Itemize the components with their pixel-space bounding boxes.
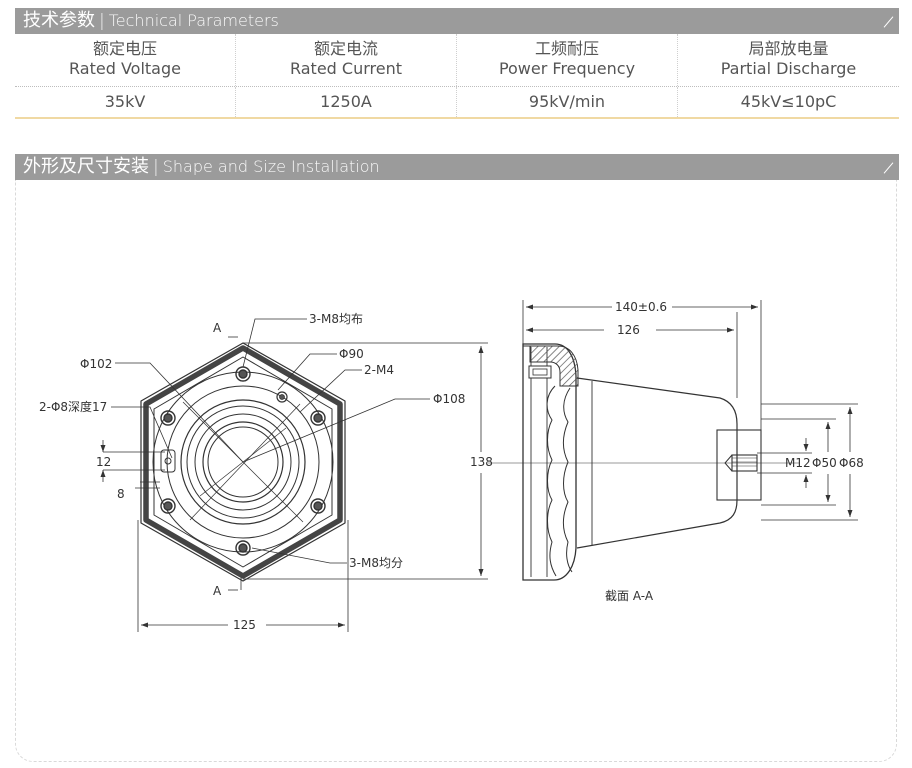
label-3m8-top: 3-M8均布 [309,312,363,326]
hexagon-flange [143,345,343,579]
parameters-table: 额定电压 Rated Voltage 额定电流 Rated Current 工频… [15,34,899,119]
terminal-block [716,429,762,501]
label-138: 138 [470,455,493,469]
header-en: Rated Current [289,59,403,78]
label-phi102: Φ102 [80,357,112,371]
section-title-cn: 技术参数 [23,10,95,31]
section-title-en: Shape and Size Installation [162,157,380,176]
value-partial-discharge: 45kV≤10pC [740,92,837,111]
front-view-labels: Φ102 3-M8均布 Φ90 2-M4 Φ108 2-Φ8深度17 12 8 … [39,312,493,632]
circle-phi90 [166,385,320,539]
section-title-cn: 外形及尺寸安装 [23,156,149,177]
circle-outer-body [180,399,306,525]
shell-contour [546,385,557,577]
side-view [488,300,858,581]
label-12: 12 [96,455,111,469]
header-partial-discharge: 局部放电量 Partial Discharge [678,34,899,86]
header-en: Power Frequency [498,59,636,78]
value-power-frequency: 95kV/min [457,87,678,117]
label-phi90: Φ90 [339,347,364,361]
label-2phi8: 2-Φ8深度17 [39,399,107,414]
header-zh: 工频耐压 [534,39,599,58]
label-m12: M12 [785,456,811,470]
parameters-value-row: 35kV 1250A 95kV/min 45kV≤10pC [15,87,899,117]
section-mark-bottom: A [213,584,222,598]
section-title-separator: | [153,157,159,177]
label-140: 140±0.6 [615,300,667,314]
section-mark-top: A [213,321,222,335]
label-3m8-bottom: 3-M8均分 [349,556,403,570]
circle-bore-inner [207,426,279,498]
header-zh: 额定电压 [92,39,157,58]
label-8: 8 [117,487,125,501]
hatched-section [523,345,579,387]
phi8-slot [160,449,176,473]
parameters-header-row: 额定电压 Rated Voltage 额定电流 Rated Current 工频… [15,34,899,87]
table-underline [15,117,899,119]
section-caption: 截面 A-A [605,589,654,603]
technical-parameters-header: 技术参数|Technical Parameters [15,8,899,34]
label-2m4: 2-M4 [364,363,394,377]
label-125: 125 [233,618,256,632]
label-phi50: Φ50 [812,456,837,470]
side-view-labels: 140±0.6 126 M12 Φ50 Φ68 截面 A-A [605,300,864,603]
value-rated-current: 1250A [236,87,457,117]
header-rated-voltage: 额定电压 Rated Voltage [15,34,236,86]
label-phi68: Φ68 [839,456,864,470]
header-en: Partial Discharge [720,59,857,78]
header-zh: 局部放电量 [748,39,829,58]
section-title-en: Technical Parameters [108,11,279,30]
m8-holes [160,366,326,556]
front-view [100,318,488,632]
section-title-separator: | [99,11,105,31]
label-phi108: Φ108 [433,392,465,406]
header-power-frequency: 工频耐压 Power Frequency [457,34,678,86]
shape-size-header: 外形及尺寸安装|Shape and Size Installation [15,154,899,180]
m4-hole [276,391,288,403]
hexagon-inner [153,356,333,568]
hexagon-outer [140,342,346,582]
label-126: 126 [617,323,640,337]
drawing-frame [15,180,897,762]
circle-body-inner [194,413,292,511]
header-rated-current: 额定电流 Rated Current [236,34,457,86]
header-en: Rated Voltage [69,59,181,78]
circle-bore [202,421,284,503]
header-zh: 额定电流 [313,39,378,58]
circle-body [186,405,300,519]
value-rated-voltage: 35kV [15,87,236,117]
